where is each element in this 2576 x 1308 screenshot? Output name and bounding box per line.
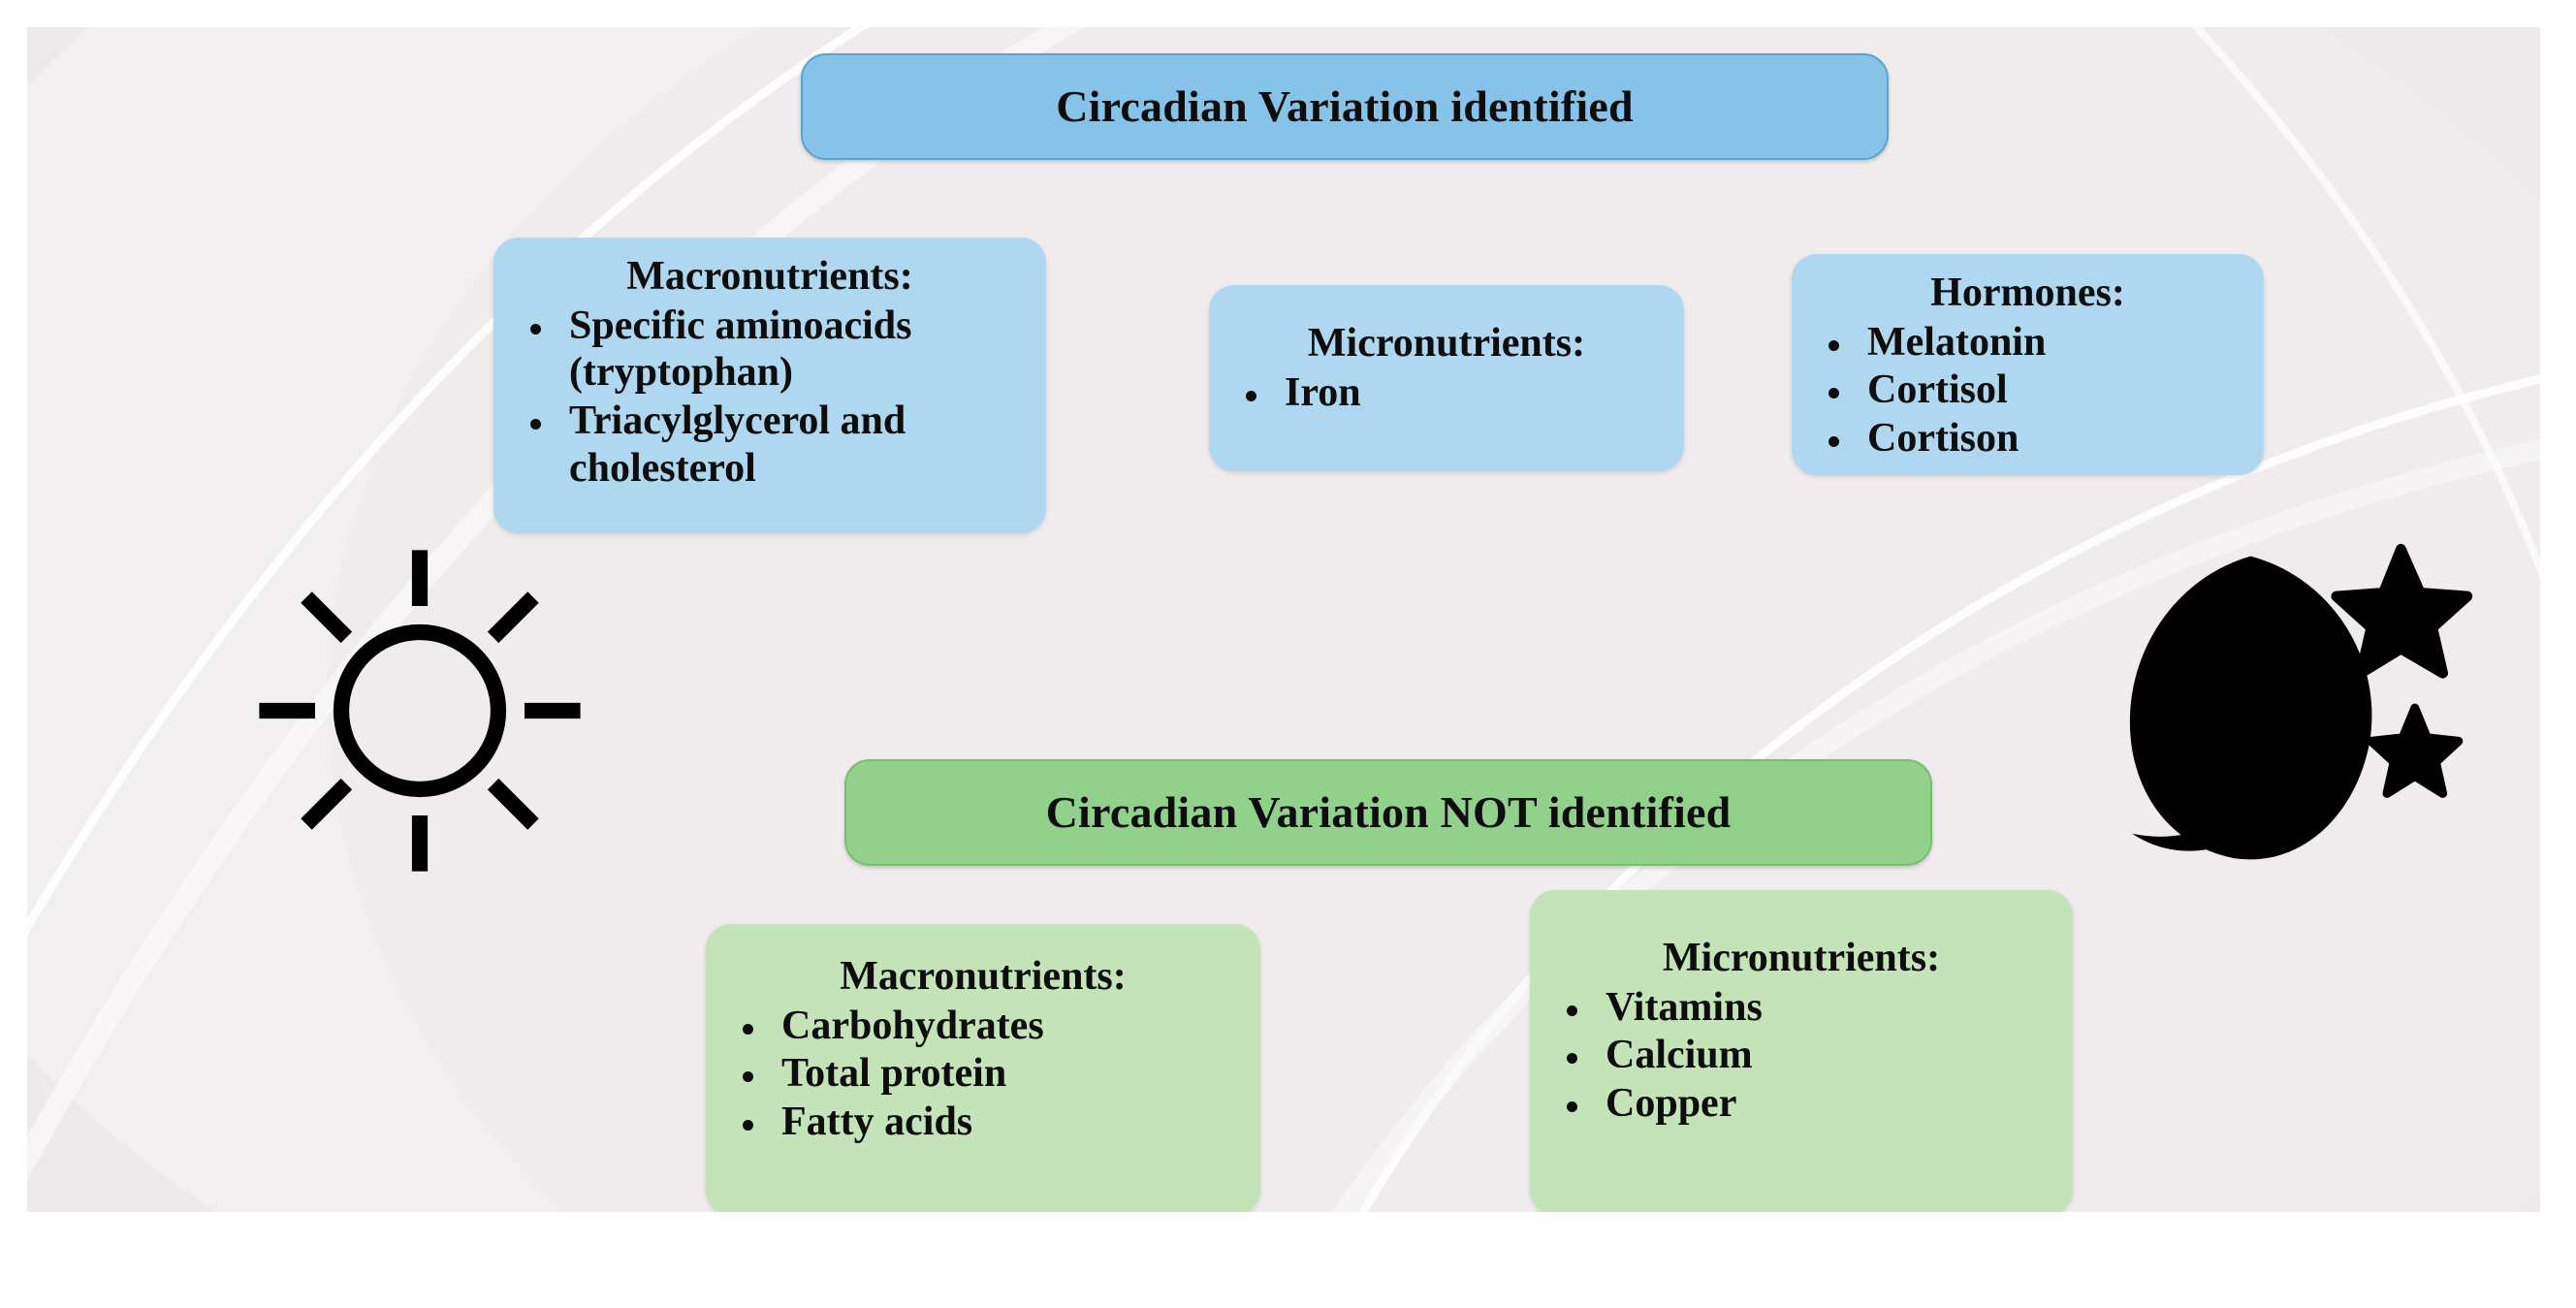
list-item: Cortisol (1811, 367, 2244, 414)
list-item: Calcium (1549, 1032, 2053, 1079)
card-title: Hormones: (1930, 271, 2125, 315)
bullet-list: Carbohydrates Total protein Fatty acids (725, 1003, 1241, 1146)
slide-canvas: Circadian Variation identified Macronutr… (27, 27, 2540, 1212)
list-item: Cortison (1811, 415, 2244, 463)
list-item: Melatonin (1811, 319, 2244, 367)
list-item: Copper (1549, 1080, 2053, 1128)
banner-circadian-variation-identified[interactable]: Circadian Variation identified (801, 53, 1889, 160)
bullet-list: Vitamins Calcium Copper (1549, 984, 2053, 1128)
list-item: Specific aminoacids (tryptophan) (513, 303, 1027, 397)
card-identified-hormones[interactable]: Hormones: Melatonin Cortisol Cortison (1792, 254, 2264, 475)
sun-icon (240, 536, 599, 885)
card-title: Macronutrients: (626, 254, 913, 299)
list-item: Triacylglycerol and cholesterol (513, 398, 1027, 492)
banner-not-identified-label: Circadian Variation NOT identified (1045, 787, 1732, 838)
list-item: Fatty acids (725, 1099, 1241, 1146)
banner-identified-label: Circadian Variation identified (1056, 81, 1634, 132)
list-item: Carbohydrates (725, 1003, 1241, 1050)
bullet-list: Specific aminoacids (tryptophan) Triacyl… (513, 303, 1027, 493)
bullet-list: Melatonin Cortisol Cortison (1811, 319, 2244, 463)
banner-circadian-variation-not-identified[interactable]: Circadian Variation NOT identified (844, 759, 1932, 866)
list-item: Total protein (725, 1050, 1241, 1098)
card-title: Micronutrients: (1662, 936, 1941, 980)
list-item: Vitamins (1549, 984, 2053, 1032)
card-title: Macronutrients: (840, 954, 1127, 999)
card-not-identified-micronutrients[interactable]: Micronutrients: Vitamins Calcium Copper (1530, 890, 2073, 1212)
card-title: Micronutrients: (1307, 321, 1586, 366)
card-not-identified-macronutrients[interactable]: Macronutrients: Carbohydrates Total prot… (706, 924, 1260, 1212)
card-identified-micronutrients[interactable]: Micronutrients: Iron (1209, 285, 1684, 471)
bullet-list: Iron (1228, 369, 1665, 417)
moon-stars-icon (2102, 526, 2480, 876)
list-item: Iron (1228, 369, 1665, 417)
card-identified-macronutrients[interactable]: Macronutrients: Specific aminoacids (try… (493, 238, 1046, 533)
